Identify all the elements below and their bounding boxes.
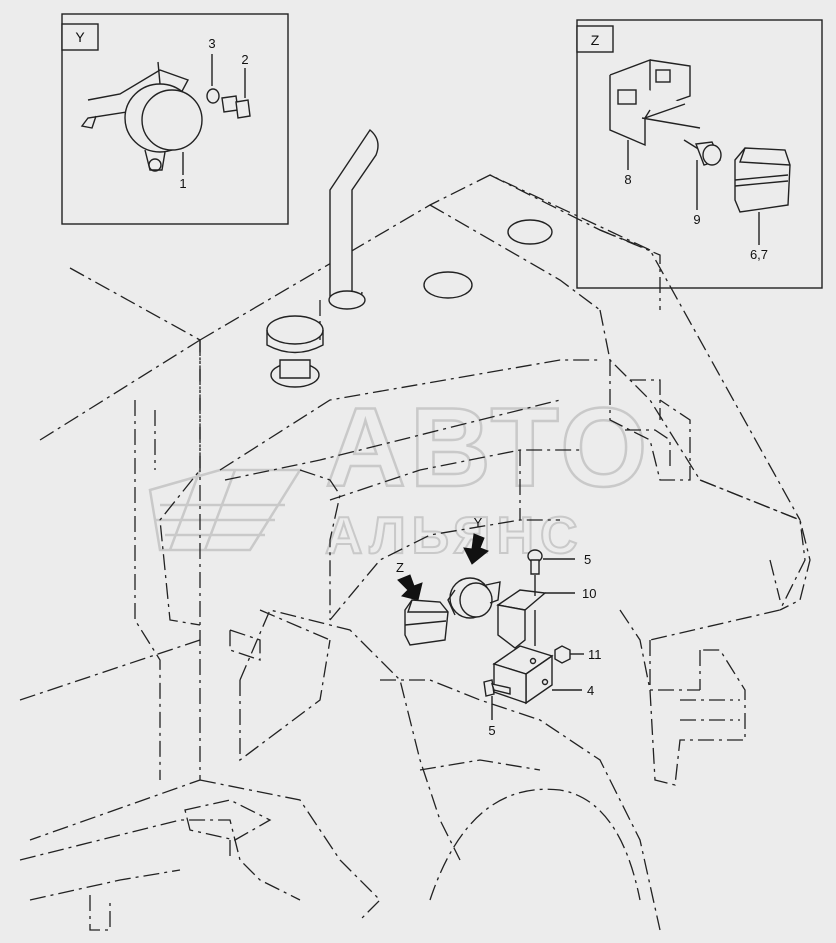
hood-caps	[423, 219, 553, 299]
inset-z-tag: Z	[591, 32, 600, 48]
callout-5-bottom: 5	[488, 723, 495, 738]
screw-5-top	[527, 549, 543, 575]
inset-z-label-8: 8	[624, 172, 631, 187]
watermark-line2: АЛЬЯНС	[325, 507, 584, 565]
view-arrow-z: Z	[396, 560, 423, 601]
inset-z: Z 8 9 6,7	[576, 19, 823, 289]
air-precleaner	[266, 315, 324, 388]
horn-icon	[80, 61, 203, 172]
nut-11	[554, 645, 571, 664]
washer-icon	[206, 88, 220, 104]
watermark: АВТО АЛЬЯНС	[148, 384, 651, 566]
relay-icon	[734, 147, 791, 213]
inset-y-label-1: 1	[179, 176, 186, 191]
watermark-logo-icon	[148, 468, 303, 552]
valve-block-4	[492, 610, 554, 705]
inset-y: Y 3 2 1	[61, 13, 289, 225]
inset-z-label-6-7: 6,7	[750, 247, 768, 262]
callout-10: 10	[582, 586, 596, 601]
bolt-icon	[221, 95, 251, 119]
watermark-line1: АВТО	[325, 385, 651, 510]
screw-5-bottom	[483, 679, 511, 697]
inset-y-tag: Y	[75, 29, 85, 45]
inset-y-label-3: 3	[208, 36, 215, 51]
view-arrow-z-label: Z	[396, 560, 404, 575]
view-arrow-y-label: Y	[474, 515, 483, 530]
callout-4: 4	[587, 683, 594, 698]
screw-icon	[683, 139, 722, 166]
inset-z-label-9: 9	[693, 212, 700, 227]
arrow-down-icon	[397, 574, 423, 601]
exhaust-pipe	[328, 128, 379, 310]
callout-11: 11	[588, 647, 602, 662]
callout-leaders	[491, 558, 584, 720]
installed-horn	[447, 577, 501, 619]
mounting-bracket-10	[496, 575, 547, 649]
arrow-down-icon	[463, 533, 489, 565]
callout-5-top: 5	[584, 552, 591, 567]
machine-outline	[19, 174, 811, 931]
view-arrow-y: Y	[463, 515, 489, 565]
installed-relay	[404, 599, 449, 646]
inset-y-label-2: 2	[241, 52, 248, 67]
bracket-icon	[609, 58, 701, 147]
